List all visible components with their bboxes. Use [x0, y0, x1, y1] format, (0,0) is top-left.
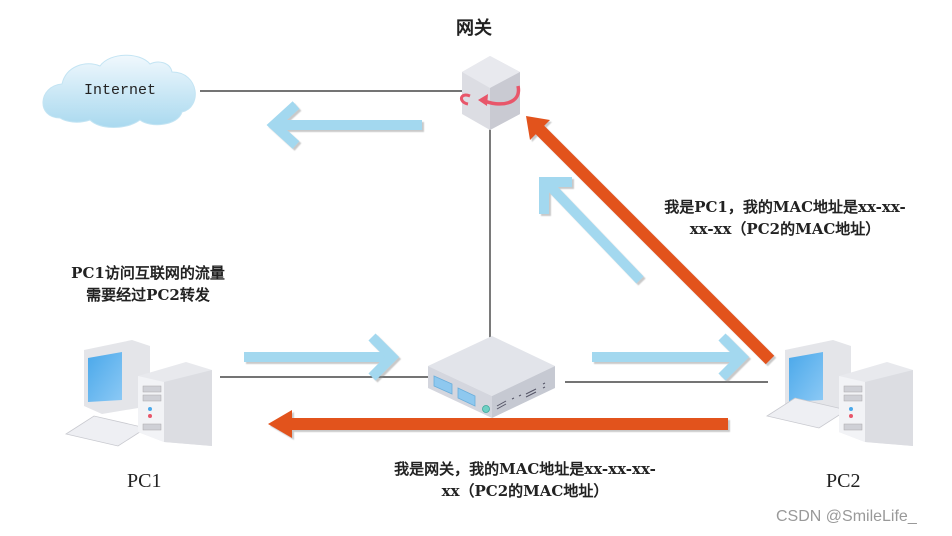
link-lines [200, 90, 768, 383]
traffic-arrows [244, 101, 750, 381]
arrow-gateway-to-internet [266, 101, 422, 149]
traffic-note-line2: 需要经过PC2转发 [86, 286, 210, 304]
pc2-computer-icon [765, 340, 913, 446]
arrow-pc2-to-gateway [539, 177, 644, 284]
traffic-note: PC1访问互联网的流量 需要经过PC2转发 [48, 262, 248, 306]
spoof-pc1-note: 我是网关，我的MAC地址是xx-xx-xx- xx（PC2的MAC地址） [360, 458, 690, 502]
spoof-gateway-note-line1: 我是PC1，我的MAC地址是xx-xx- [664, 198, 906, 216]
watermark: CSDN @SmileLife_ [776, 508, 917, 525]
gateway-router-icon [460, 56, 521, 130]
arrow-pc1-to-switch [244, 333, 400, 381]
switch-icon [428, 336, 555, 418]
gateway-label: 网关 [456, 18, 492, 39]
spoof-pc1-note-line1: 我是网关，我的MAC地址是xx-xx-xx- [394, 460, 656, 478]
internet-cloud-icon [42, 54, 196, 128]
pc2-label: PC2 [826, 470, 861, 492]
internet-label: Internet [84, 82, 157, 99]
arrow-pc2-spoof-to-pc1 [268, 410, 728, 438]
pc1-computer-icon [64, 340, 212, 447]
pc1-label: PC1 [127, 470, 162, 492]
spoof-pc1-note-line2: xx（PC2的MAC地址） [441, 482, 609, 500]
spoof-gateway-note-line2: xx-xx（PC2的MAC地址） [689, 220, 881, 238]
spoof-arrows [268, 116, 775, 438]
traffic-note-line1: PC1访问互联网的流量 [71, 264, 225, 282]
arrow-pc2-spoof-to-gateway [526, 116, 775, 365]
arrow-switch-to-pc2 [592, 333, 750, 381]
spoof-gateway-note: 我是PC1，我的MAC地址是xx-xx- xx-xx（PC2的MAC地址） [640, 196, 930, 240]
